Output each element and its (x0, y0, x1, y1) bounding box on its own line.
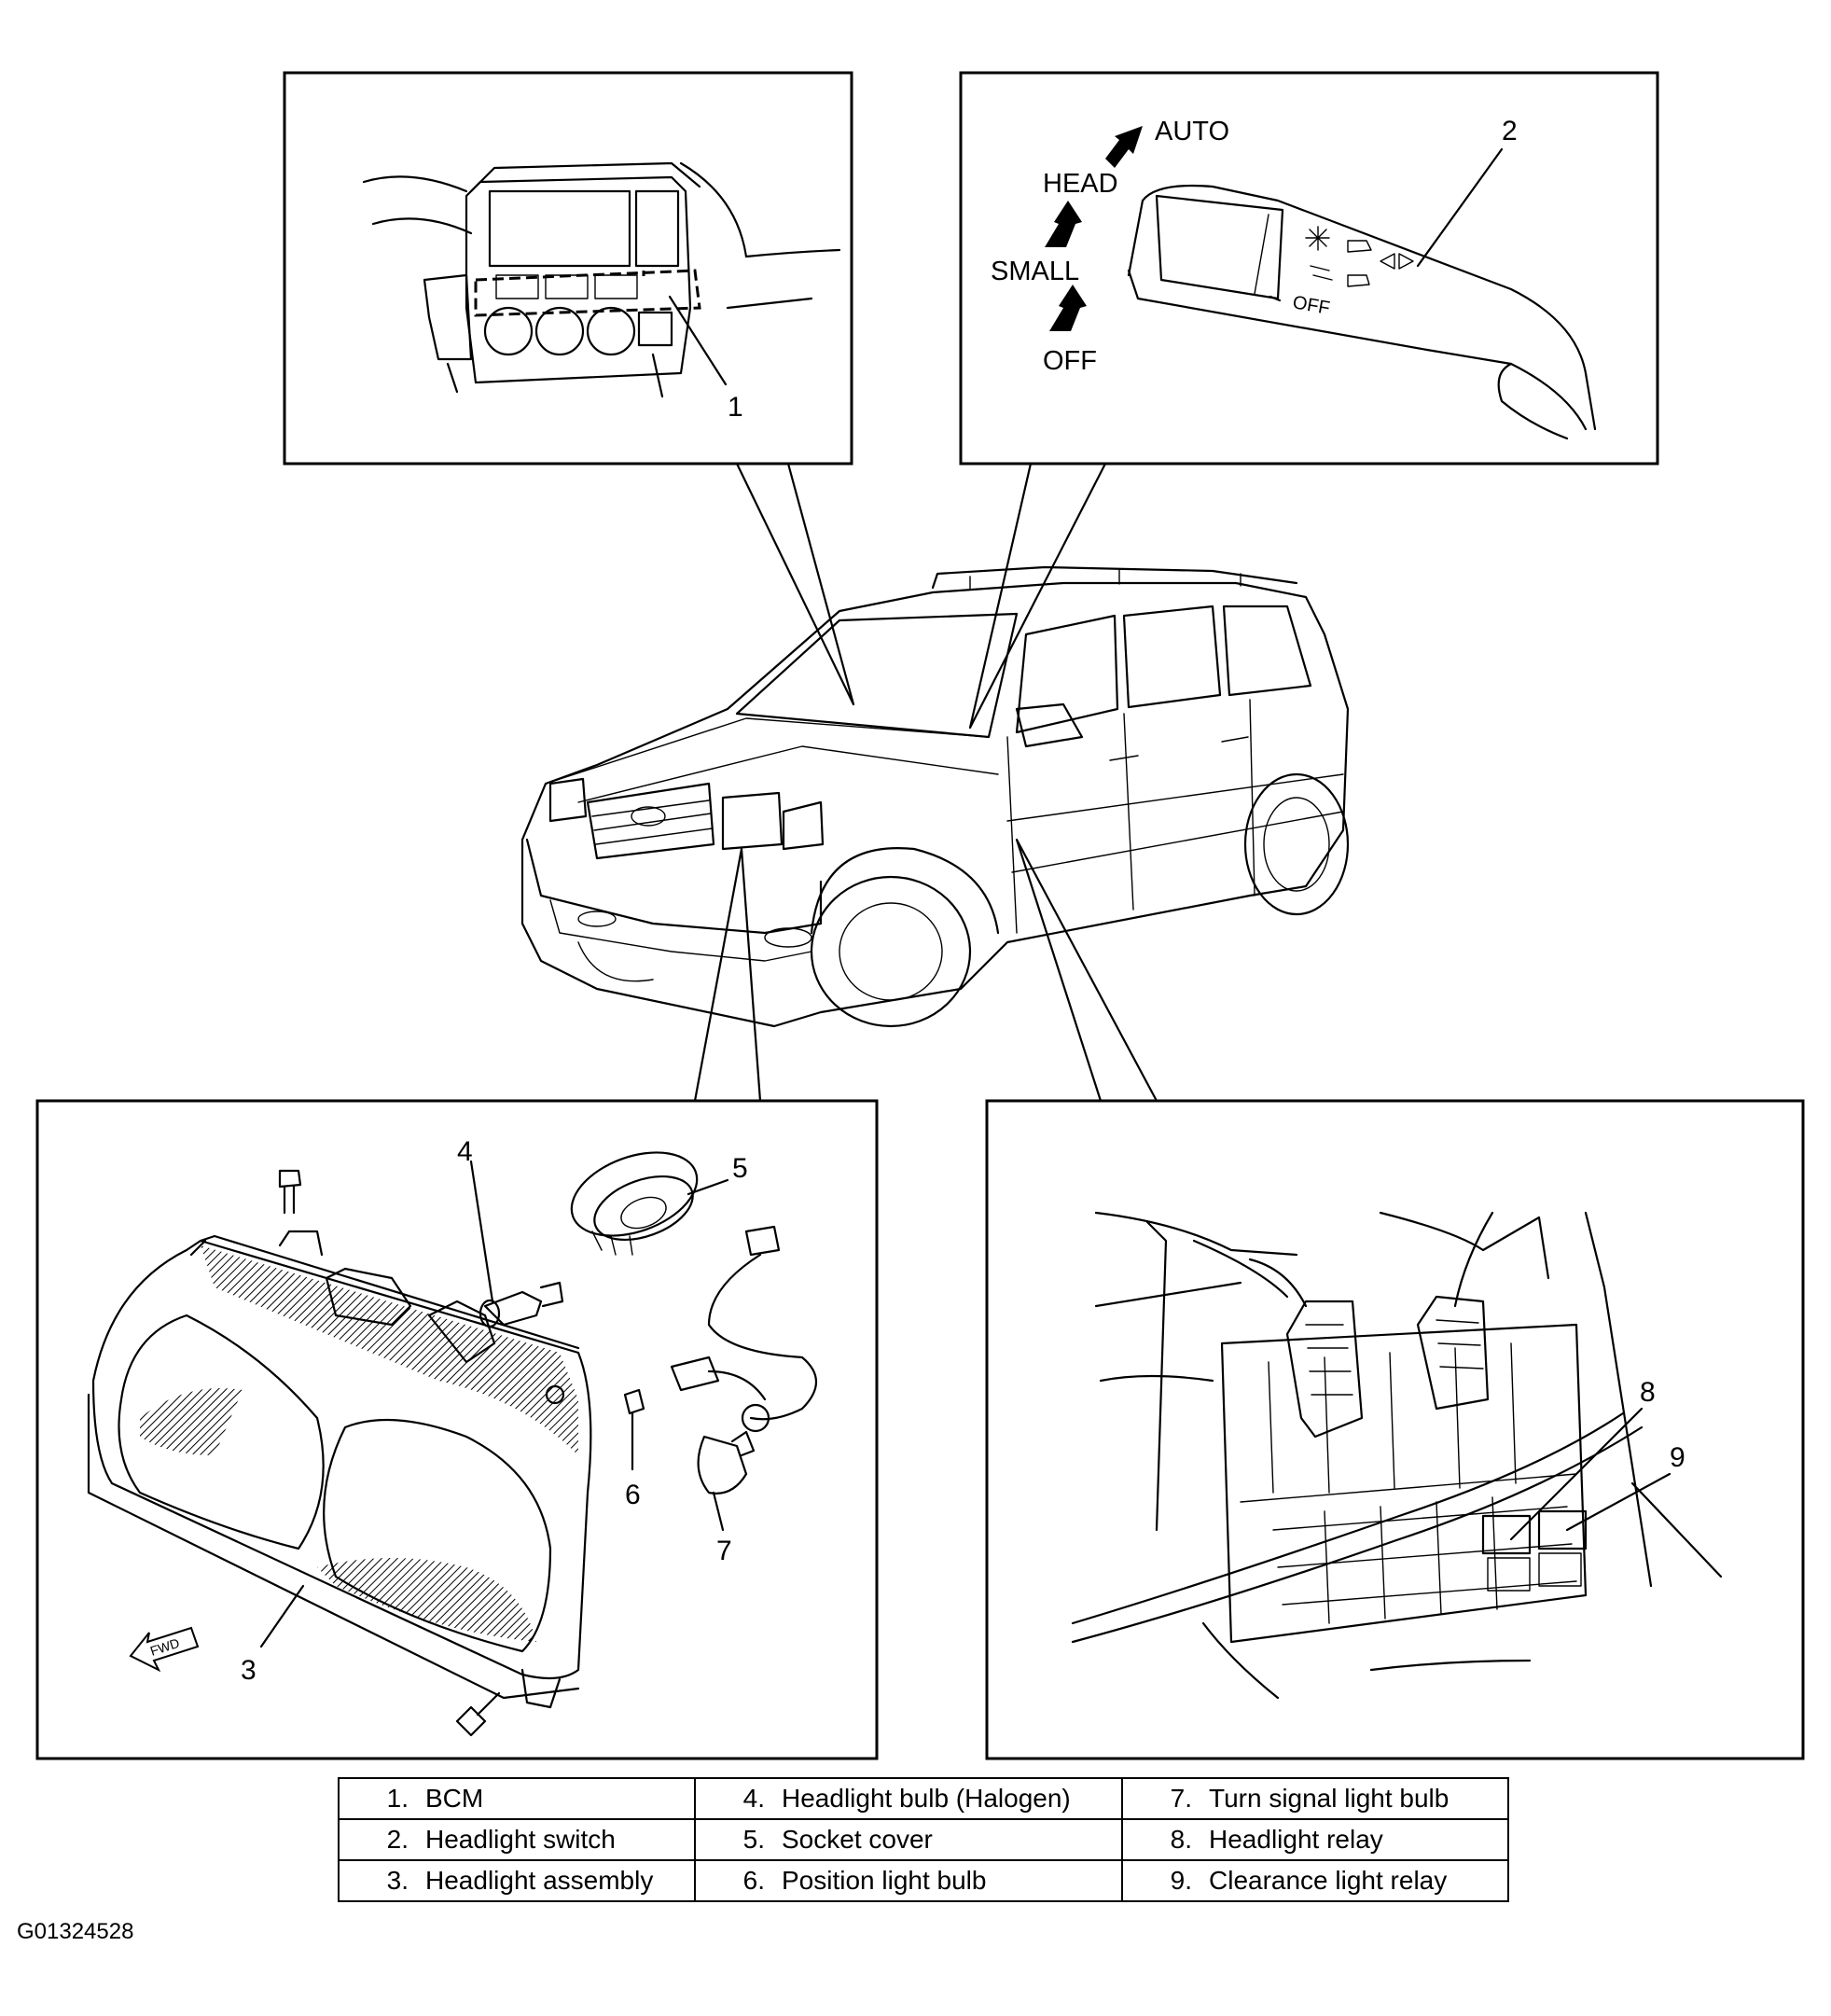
legend-number: 5. (742, 1825, 765, 1854)
forward-direction-arrow-icon: FWD (129, 1626, 200, 1673)
headlight-assembly-detail-panel: 4 5 6 7 3 FWD (35, 1099, 879, 1760)
legend-number: 4. (742, 1784, 765, 1813)
parts-legend-table: 1. BCM 4. Headlight bulb (Halogen) 7. Turn … (338, 1777, 1509, 1902)
legend-cell: 9. Clearance light relay (1121, 1859, 1509, 1902)
callout-leaders (693, 462, 1158, 1103)
legend-cell: 5. Socket cover (694, 1818, 1123, 1861)
callout-number-9: 9 (1670, 1442, 1685, 1473)
legend-number: 3. (386, 1866, 409, 1895)
legend-label: Headlight switch (425, 1825, 616, 1854)
legend-cell: 4. Headlight bulb (Halogen) (694, 1777, 1123, 1820)
figure-id: G01324528 (17, 1919, 134, 1944)
switch-position-auto: AUTO (1155, 117, 1229, 146)
bcm-detail-panel: 1 (283, 71, 853, 466)
callout-number-6: 6 (625, 1480, 641, 1510)
callout-number-5: 5 (732, 1153, 748, 1184)
legend-cell: 2. Headlight switch (338, 1818, 696, 1861)
legend-label: BCM (425, 1784, 484, 1813)
legend-label: Headlight bulb (Halogen) (782, 1784, 1071, 1813)
callout-number-3: 3 (241, 1655, 257, 1686)
switch-position-small: SMALL (991, 257, 1079, 286)
legend-cell: 3. Headlight assembly (338, 1859, 696, 1902)
legend-label: Turn signal light bulb (1209, 1784, 1450, 1813)
headlight-switch-detail-panel: AUTO HEAD SMALL OFF OFF 2 (959, 71, 1659, 466)
legend-cell: 6. Position light bulb (694, 1859, 1123, 1902)
relay-box-detail-panel: 8 9 (985, 1099, 1805, 1760)
legend-cell: 1. BCM (338, 1777, 696, 1820)
legend-label: Position light bulb (782, 1866, 987, 1895)
legend-row: 2. Headlight switch 5. Socket cover 8. Head… (338, 1818, 1509, 1861)
callout-number-4: 4 (457, 1136, 473, 1167)
callout-number-7: 7 (716, 1536, 732, 1566)
callout-number-2: 2 (1502, 116, 1518, 146)
legend-number: 2. (386, 1825, 409, 1854)
legend-label: Headlight assembly (425, 1866, 654, 1895)
switch-position-off: OFF (1043, 346, 1097, 376)
callout-number-1: 1 (728, 392, 743, 423)
legend-cell: 7. Turn signal light bulb (1121, 1777, 1509, 1820)
callout-number-8: 8 (1640, 1377, 1656, 1408)
legend-cell: 8. Headlight relay (1121, 1818, 1509, 1861)
legend-label: Headlight relay (1209, 1825, 1383, 1854)
legend-number: 8. (1170, 1825, 1192, 1854)
legend-label: Socket cover (782, 1825, 933, 1854)
legend-label: Clearance light relay (1209, 1866, 1448, 1895)
vehicle-illustration (520, 565, 1350, 1028)
legend-number: 6. (742, 1866, 765, 1895)
legend-number: 9. (1170, 1866, 1192, 1895)
switch-position-head: HEAD (1043, 169, 1118, 199)
legend-number: 1. (386, 1784, 409, 1813)
legend-row: 1. BCM 4. Headlight bulb (Halogen) 7. Turn … (338, 1777, 1509, 1820)
legend-number: 7. (1170, 1784, 1192, 1813)
legend-row: 3. Headlight assembly 6. Position light bu… (338, 1859, 1509, 1902)
